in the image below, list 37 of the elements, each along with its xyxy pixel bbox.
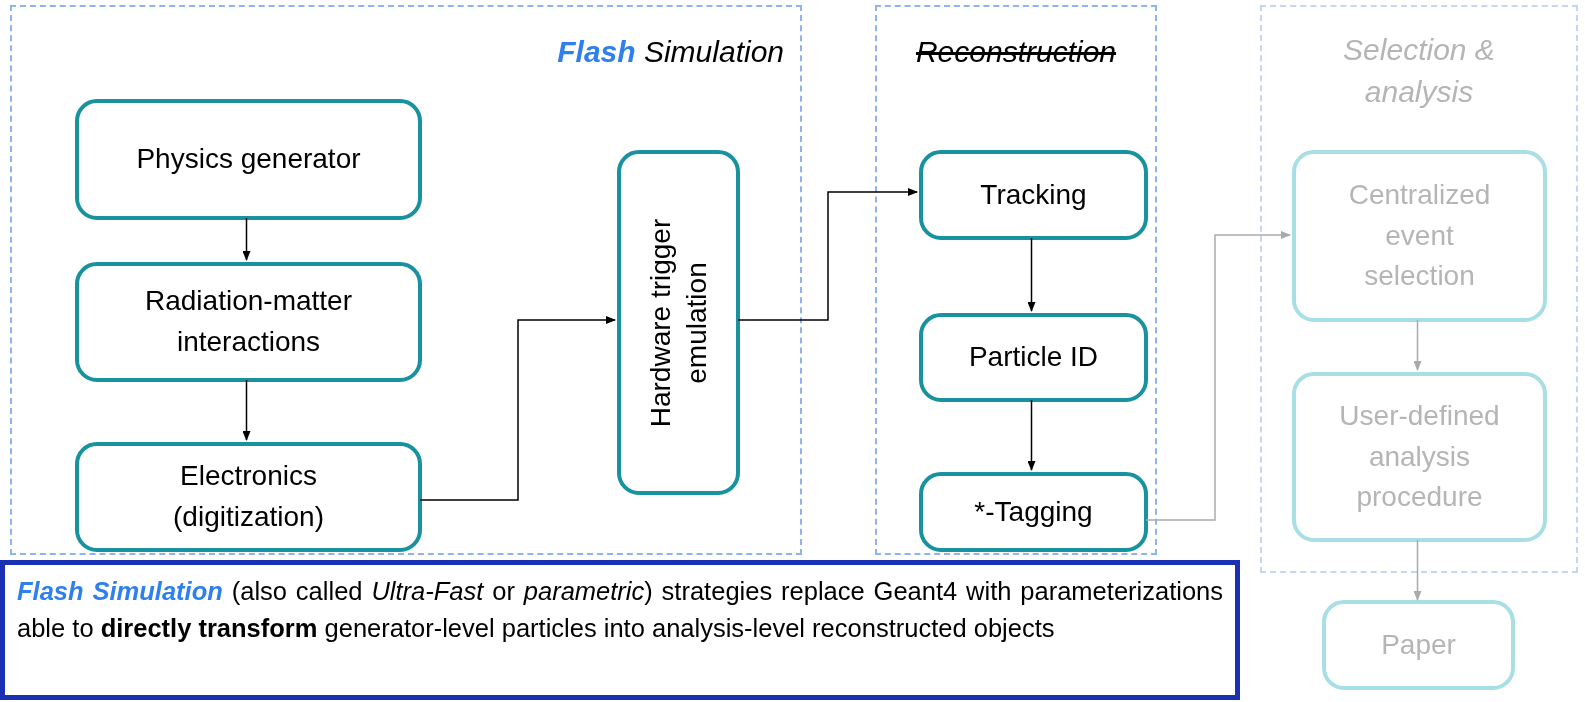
box-label: Radiation-matter interactions — [144, 284, 353, 359]
box-label: Tracking — [980, 177, 1087, 212]
arrow — [737, 188, 918, 321]
box-label: User-defined analysis procedure — [1338, 399, 1501, 515]
box-label: Particle ID — [968, 340, 1099, 375]
group-title: Flash Simulation — [557, 34, 784, 70]
arrow — [419, 316, 616, 501]
box-label: *-Tagging — [974, 494, 1093, 529]
process-box — [919, 472, 1148, 552]
group-title: Reconstruction — [914, 34, 1118, 70]
process-box — [617, 150, 740, 495]
process-box — [75, 99, 422, 220]
process-box — [1322, 600, 1515, 690]
arrow — [1027, 237, 1036, 312]
arrow — [1145, 231, 1291, 521]
process-box — [919, 313, 1148, 402]
arrow — [1413, 539, 1422, 601]
process-box — [1292, 372, 1547, 542]
arrow — [242, 379, 251, 441]
arrow — [1027, 399, 1036, 471]
process-box — [1292, 150, 1547, 322]
dashed-group-frame — [875, 5, 1157, 555]
note-box — [0, 560, 1240, 700]
group-title: Selection & analysis — [1342, 32, 1496, 110]
process-box — [919, 150, 1148, 240]
arrow — [1413, 319, 1422, 371]
dashed-group-frame — [10, 5, 802, 555]
dashed-group-frame — [1260, 5, 1578, 573]
arrow — [242, 217, 251, 261]
note-text: Flash Simulation (also called Ultra-Fast or parametric) strategies replace Geant4 with parameterizations able to directly transform generator-level particles into analysis-level reconstructed objects — [17, 576, 1223, 644]
process-box — [75, 262, 422, 382]
process-box — [75, 442, 422, 552]
box-label: Paper — [1381, 627, 1456, 662]
box-label: Hardware trigger emulation — [643, 217, 713, 429]
box-label: Electronics (digitization) — [172, 459, 325, 534]
box-label: Physics generator — [136, 142, 361, 177]
box-label: Centralized event selection — [1347, 178, 1492, 294]
